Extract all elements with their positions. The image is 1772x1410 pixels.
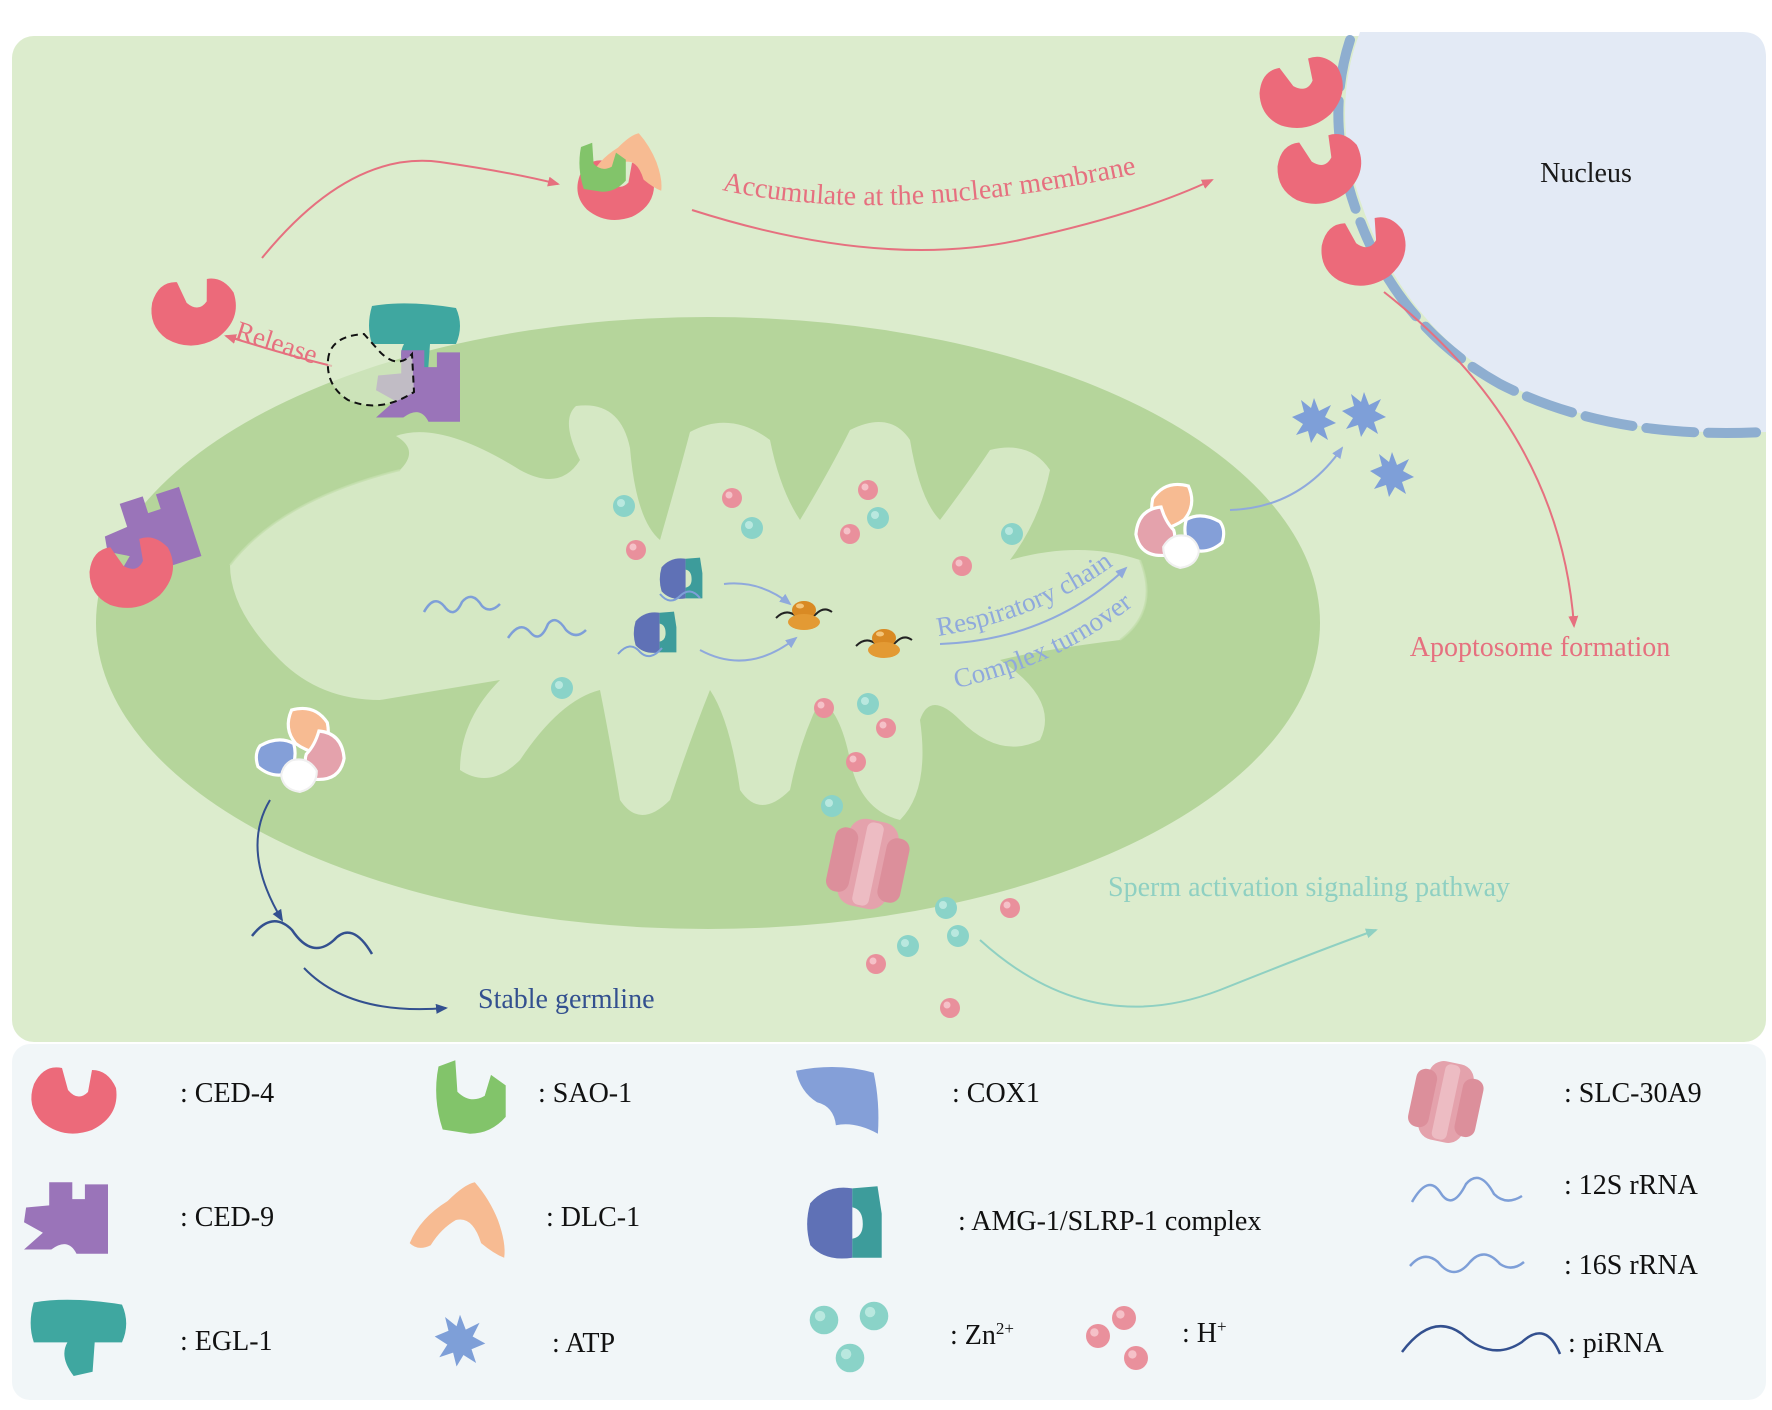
legend-zn: : Zn2+ (809, 1301, 1014, 1373)
arrow-sperm-activation (979, 928, 1378, 1008)
svg-text:: SAO-1: : SAO-1 (538, 1078, 632, 1109)
legend-16s-rrna: : 16S rRNA (1409, 1250, 1699, 1281)
arrow-to-ribosome-2 (699, 636, 798, 662)
svg-text:: piRNA: : piRNA (1568, 1328, 1664, 1359)
rrna-in-mito-1 (422, 595, 501, 614)
arrow-apoptosome (1383, 291, 1579, 628)
legend-ced9: : CED-9 (24, 1182, 274, 1254)
nucleus (1345, 32, 1766, 433)
svg-text:: ATP: : ATP (552, 1328, 615, 1359)
sperm-activation-label: Sperm activation signaling pathway (1108, 872, 1510, 903)
arrow-respiratory (939, 566, 1128, 645)
legend-ced4: : CED-4 (31, 1067, 274, 1134)
legend-egl1: : EGL-1 (30, 1299, 273, 1376)
svg-text:: 12S rRNA: : 12S rRNA (1564, 1170, 1699, 1201)
cristae-outline (229, 469, 1148, 641)
svg-text:: AMG-1/SLRP-1 complex: : AMG-1/SLRP-1 complex (958, 1206, 1261, 1237)
arrow-to-complex (261, 159, 560, 259)
stable-germline-label: Stable germline (478, 984, 655, 1015)
amg1-complex-lower (617, 611, 677, 658)
svg-text:: CED-4: : CED-4 (180, 1078, 274, 1109)
legend-panel (12, 1044, 1766, 1400)
legend-pirna: : piRNA (1401, 1324, 1664, 1359)
arrow-to-ribosome-1 (723, 582, 792, 606)
pirna-strand (251, 920, 374, 955)
arrow-release (224, 334, 333, 367)
arrow-accumulate (691, 179, 1214, 251)
legend-sao1: : SAO-1 (436, 1060, 632, 1134)
svg-text:: COX1: : COX1 (952, 1078, 1040, 1109)
legend-h: : H+ (1086, 1306, 1227, 1370)
svg-text:: SLC-30A9: : SLC-30A9 (1564, 1078, 1702, 1109)
svg-text:: Zn2+: : Zn2+ (950, 1319, 1014, 1351)
svg-text:: EGL-1: : EGL-1 (180, 1326, 273, 1357)
nucleus-label: Nucleus (1540, 158, 1632, 189)
legend-12s-rrna: : 12S rRNA (1410, 1170, 1699, 1203)
mitochondrion (96, 317, 1320, 929)
apoptosome-label: Apoptosome formation (1410, 632, 1671, 663)
legend-atp: : ATP (434, 1314, 615, 1367)
arrow-stable-germline (303, 967, 448, 1014)
svg-text:: DLC-1: : DLC-1 (546, 1202, 640, 1233)
rrna-in-mito-2 (506, 618, 587, 639)
arrow-to-pirna (256, 799, 284, 922)
legend-amg1: : AMG-1/SLRP-1 complex (807, 1186, 1261, 1259)
arrow-to-atp (1229, 446, 1344, 511)
legend-dlc1: : DLC-1 (409, 1182, 640, 1258)
egl1-ced9-complex (326, 303, 460, 422)
legend-slc30a9: : SLC-30A9 (1406, 1058, 1702, 1146)
svg-text:: 16S rRNA: : 16S rRNA (1564, 1250, 1699, 1281)
legend-cox1: : COX1 (796, 1066, 1040, 1134)
amg1-complex-upper (659, 557, 703, 602)
svg-text:: CED-9: : CED-9 (180, 1202, 274, 1233)
svg-text:: H+: : H+ (1182, 1317, 1227, 1349)
